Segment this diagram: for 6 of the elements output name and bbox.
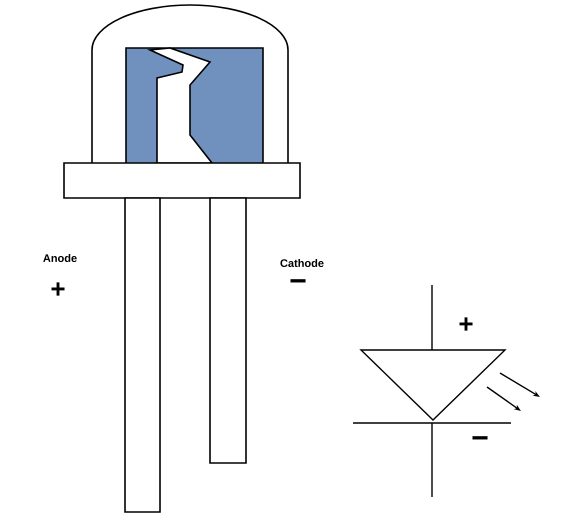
polarity-sign: + [52, 282, 65, 296]
polarity-sign: − [472, 436, 488, 440]
terminal-label: Cathode [280, 258, 324, 268]
polarity-sign: − [290, 279, 306, 282]
terminal-label: Anode [43, 254, 77, 262]
polarity-sign: + [460, 317, 473, 331]
